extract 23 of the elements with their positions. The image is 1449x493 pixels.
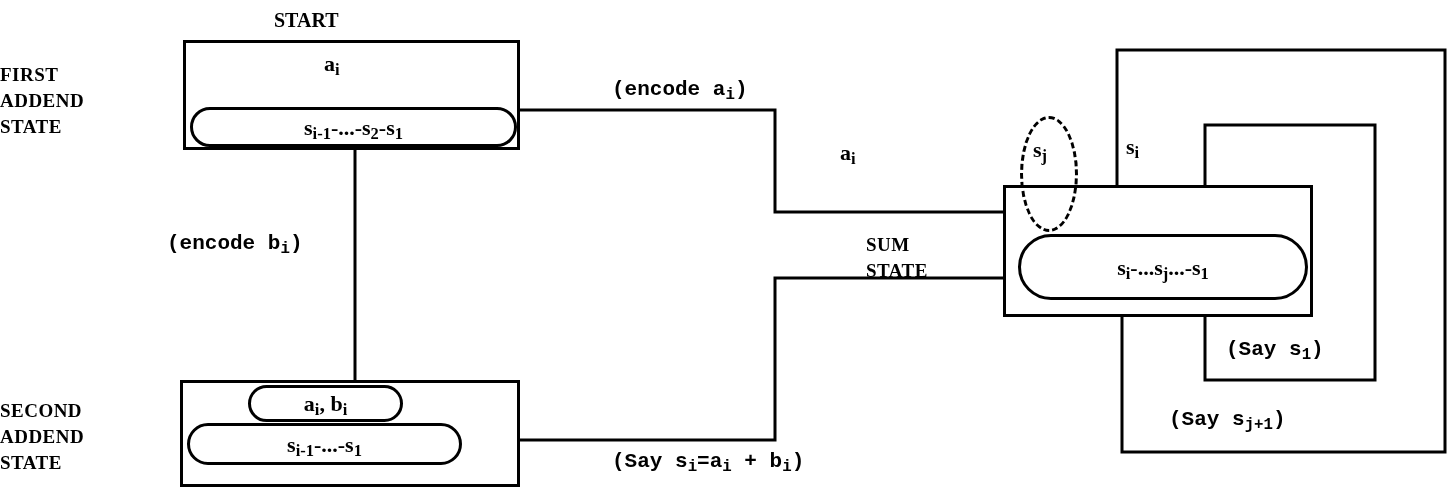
sequence-text: s$_{i-1}$-...-s$_{2}$-s$_{1}$ xyxy=(304,113,403,144)
sequence-text: s$_{i-1}$-...-s$_{1}$ xyxy=(287,430,362,461)
connector-line xyxy=(1203,123,1377,382)
element-label: s$_{j}$ xyxy=(1033,136,1048,166)
connector-line xyxy=(353,150,357,380)
connector-line xyxy=(1115,48,1447,454)
sequence-pill xyxy=(1018,234,1308,300)
connector-line xyxy=(520,276,1003,442)
dashed-oval xyxy=(1020,116,1078,232)
pair-pill xyxy=(248,385,403,422)
sequence-pill xyxy=(190,107,517,147)
connector-line xyxy=(520,108,1003,214)
state-symbol: a$_{i}$ xyxy=(324,50,340,80)
state-name: FIRST ADDEND STATE xyxy=(0,63,86,139)
state-name: SECOND ADDEND STATE xyxy=(0,399,86,475)
state-name: SUM STATE xyxy=(866,233,929,283)
sequence-text: s$_{i}$-...s$_{j}$...-s$_{1}$ xyxy=(1117,253,1209,284)
state-box xyxy=(180,380,520,487)
sequence-text: a$_{i}$, b$_{i}$ xyxy=(303,390,348,420)
sequence-pill xyxy=(187,423,462,465)
start-heading: START xyxy=(274,8,339,33)
signal-label: a$_{i}$ xyxy=(840,139,856,169)
signal-label: s$_{i}$ xyxy=(1126,133,1140,163)
